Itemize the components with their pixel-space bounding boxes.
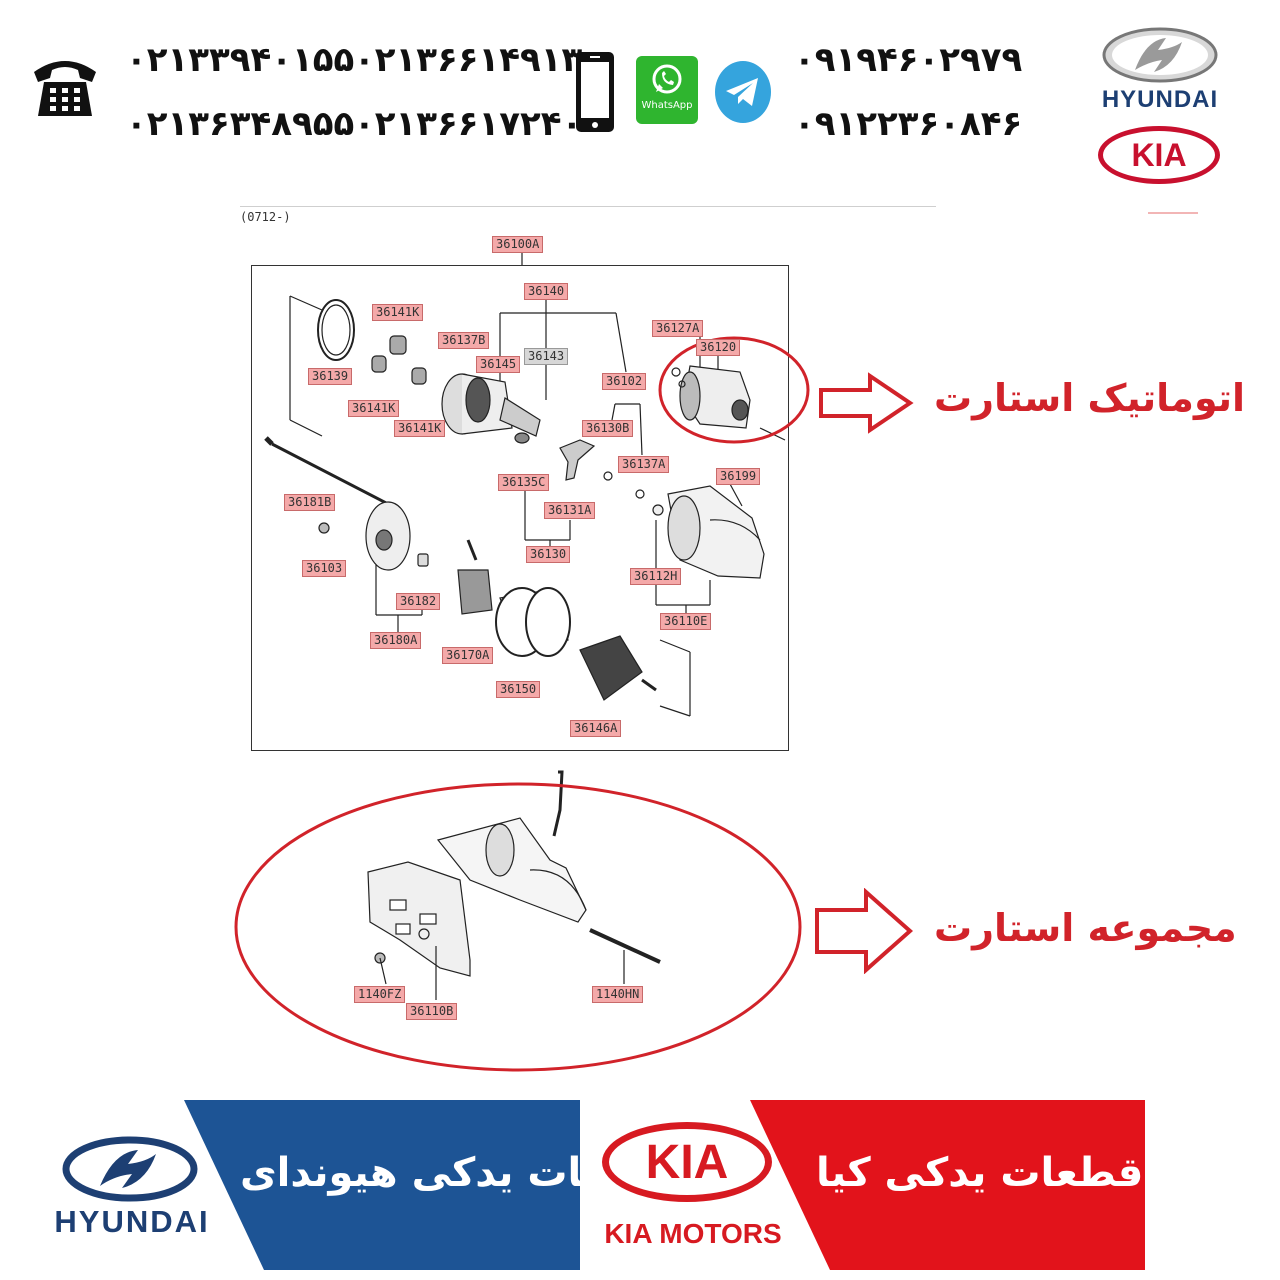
landline-number-1[interactable]: ۰۲۱۳۳۹۴۰۱۵۵ [126, 40, 355, 80]
diagram-header-code: (0712-) [240, 210, 291, 224]
part-label[interactable]: 36182 [396, 593, 441, 610]
part-label[interactable]: 36181B [284, 494, 336, 511]
part-label[interactable]: 36110B [406, 1003, 458, 1020]
part-label[interactable]: 36103 [302, 560, 347, 577]
part-label[interactable]: 36180A [370, 632, 422, 649]
whatsapp-icon[interactable]: WhatsApp [636, 56, 698, 124]
part-label[interactable]: 36146A [570, 720, 622, 737]
part-label[interactable]: 36141K [394, 420, 446, 437]
part-label[interactable]: 36137B [438, 332, 490, 349]
callout-automatic-starter: اتوماتیک استارت [934, 376, 1246, 420]
kia-logo: KIA [602, 1122, 772, 1202]
part-label[interactable]: 36130 [526, 546, 571, 563]
hyundai-banner-shape [184, 1100, 580, 1270]
hyundai-parts-title: قطعات یدکی هیوندای [240, 1150, 671, 1196]
part-label[interactable]: 1140HN [592, 986, 644, 1003]
part-label[interactable]: 36139 [308, 368, 353, 385]
hyundai-emblem-icon [62, 1136, 198, 1202]
part-label[interactable]: 36135C [498, 474, 550, 491]
part-label[interactable]: 36127A [652, 320, 704, 337]
kia-logo-text: KIA [645, 1136, 729, 1189]
part-label[interactable]: 1140FZ [354, 986, 406, 1003]
divider [1148, 212, 1198, 214]
telegram-icon[interactable] [714, 60, 772, 124]
kia-banner-shape [750, 1100, 1145, 1270]
part-label[interactable]: 36145 [476, 356, 521, 373]
kia-logo-text: KIA [1131, 137, 1187, 173]
landline-number-4[interactable]: ۰۲۱۳۶۶۱۷۲۴۰ [354, 104, 583, 144]
hyundai-emblem-icon [1102, 27, 1218, 83]
part-label[interactable]: 36112H [630, 568, 682, 585]
part-label[interactable]: 36102 [602, 373, 647, 390]
kia-parts-title: قطعات یدکی کیا [816, 1150, 1144, 1196]
part-label[interactable]: 36150 [496, 681, 541, 698]
part-label[interactable]: 36143 [524, 348, 569, 365]
part-label[interactable]: 36140 [524, 283, 569, 300]
whatsapp-label: WhatsApp [641, 100, 693, 111]
hyundai-logo-text: HYUNDAI [54, 1204, 210, 1239]
kia-motors-text: KIA MOTORS [604, 1218, 782, 1249]
part-label[interactable]: 36141K [372, 304, 424, 321]
arrow-right-icon [819, 372, 914, 434]
callout-starter-assembly: مجموعه استارت [934, 906, 1237, 950]
mobile-phone-icon [576, 52, 614, 132]
part-label[interactable]: 36131A [544, 502, 596, 519]
part-label[interactable]: 36170A [442, 647, 494, 664]
mobile-number-2[interactable]: ۰۹۱۲۲۳۶۰۸۴۶ [794, 104, 1023, 144]
kia-logo: KIA [1098, 126, 1220, 184]
part-label[interactable]: 36137A [618, 456, 670, 473]
part-label[interactable]: 36110E [660, 613, 712, 630]
mobile-number-1[interactable]: ۰۹۱۹۴۶۰۲۹۷۹ [794, 40, 1023, 80]
part-label[interactable]: 36130B [582, 420, 634, 437]
part-label[interactable]: 36120 [696, 339, 741, 356]
telephone-icon [34, 61, 96, 116]
hyundai-logo-text: HYUNDAI [1101, 86, 1219, 113]
landline-number-3[interactable]: ۰۲۱۳۶۳۴۸۹۵۵ [126, 104, 355, 144]
part-label[interactable]: 36100A [492, 236, 544, 253]
arrow-right-icon [815, 888, 914, 974]
part-label[interactable]: 36141K [348, 400, 400, 417]
diagram-top-rule [240, 206, 936, 207]
diagram-frame [251, 265, 789, 751]
part-label[interactable]: 36199 [716, 468, 761, 485]
landline-number-2[interactable]: ۰۲۱۳۶۶۱۴۹۱۳ [354, 40, 583, 80]
